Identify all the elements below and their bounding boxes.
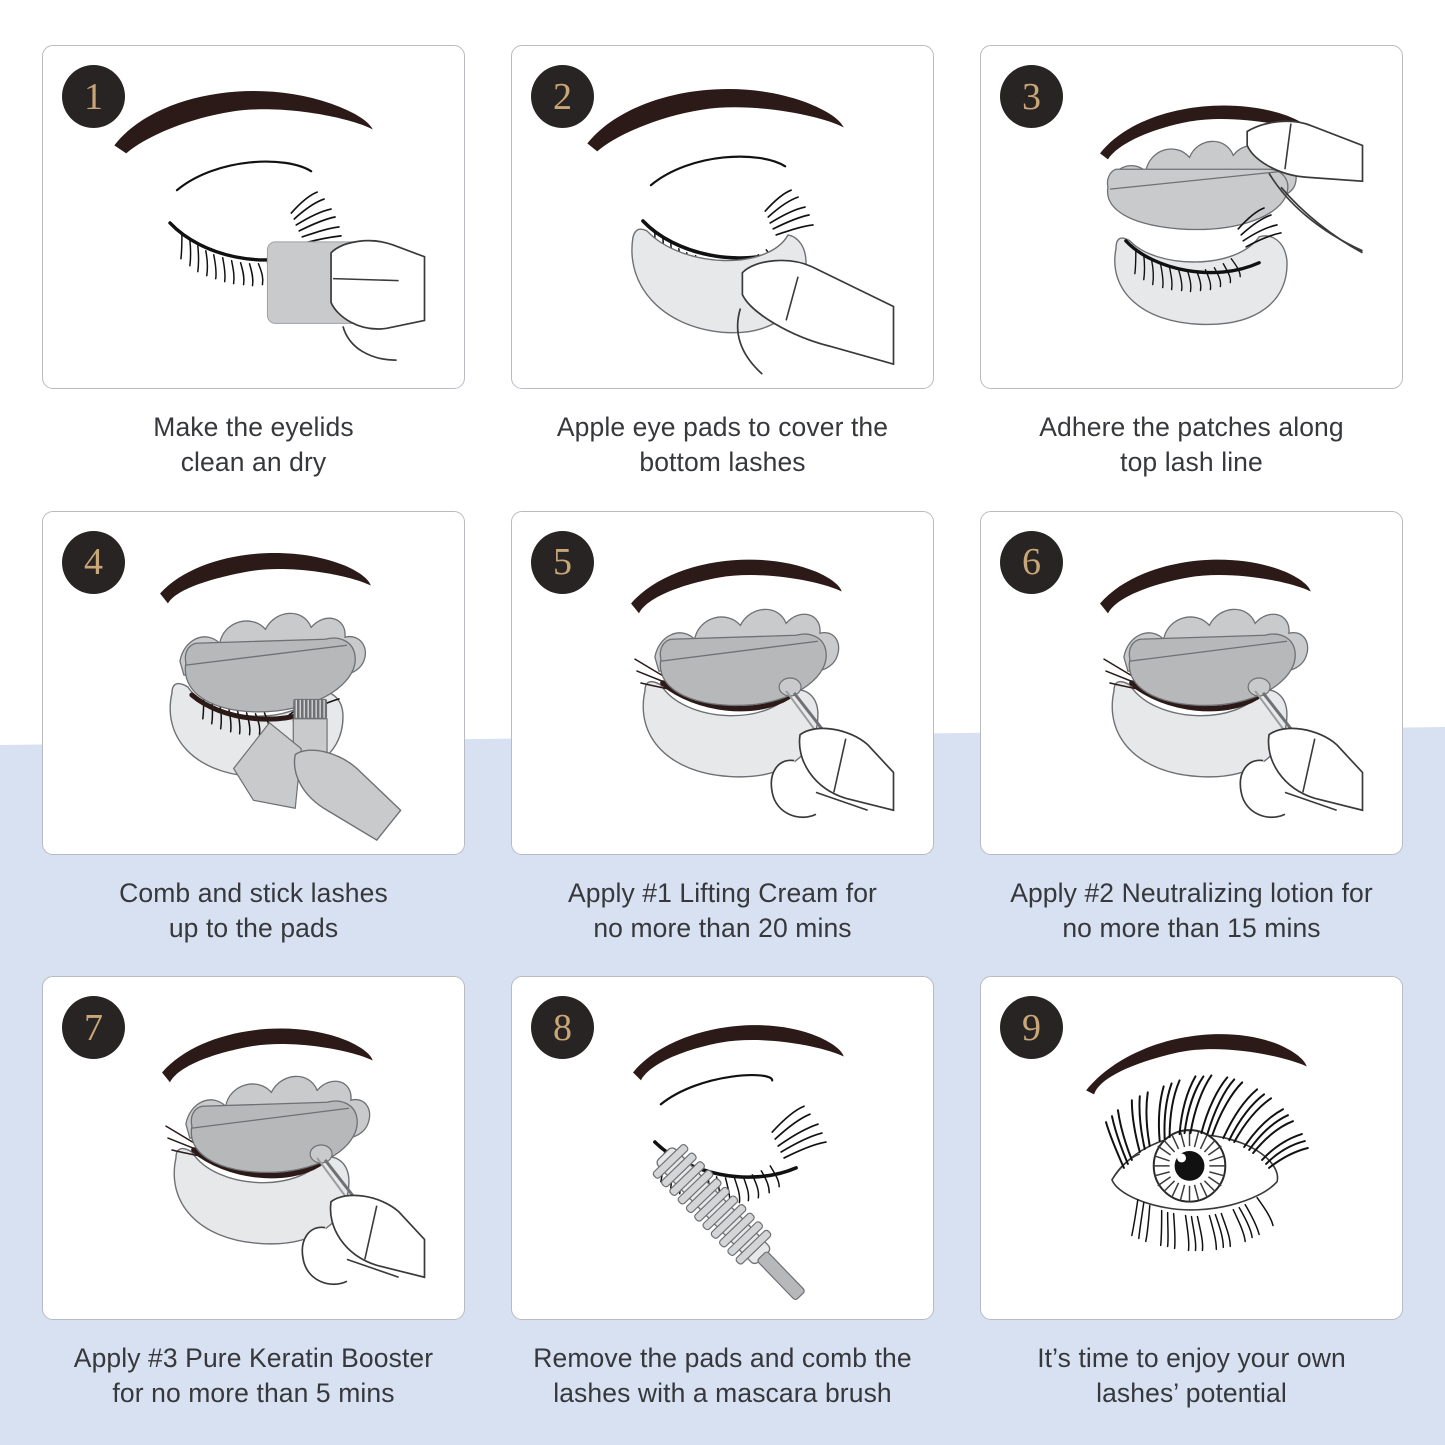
step-number-badge-4: 4	[62, 530, 125, 594]
step-caption-9: It’s time to enjoy your own lashes’ pote…	[1037, 1343, 1346, 1409]
step-illustration-1: 1	[42, 45, 465, 389]
step-number-badge-2: 2	[531, 65, 594, 128]
step-card-7: 7 Apply #3 Pure Keratin Booster for no m…	[22, 961, 485, 1427]
step-caption-8: Remove the pads and comb the lashes with…	[533, 1343, 912, 1409]
step-number-badge-6: 6	[1000, 530, 1063, 594]
step-number-6: 6	[1022, 541, 1041, 584]
step-number-badge-1: 1	[62, 65, 125, 128]
step-number-badge-9: 9	[1000, 996, 1063, 1060]
step-number-badge-5: 5	[531, 530, 594, 594]
step-number-9: 9	[1022, 1006, 1041, 1049]
step-caption-7: Apply #3 Pure Keratin Booster for no mor…	[73, 1343, 434, 1409]
step-number-badge-7: 7	[62, 996, 125, 1060]
step-card-2: 2 Apple eye pads to cover the bottom las…	[491, 30, 954, 496]
step-illustration-8: 8	[511, 976, 934, 1321]
step-caption-2: Apple eye pads to cover the bottom lashe…	[556, 412, 889, 477]
step-card-1: 1 Make the eyelids clean an dry	[22, 30, 485, 496]
step-card-9: 9 It’s time to enjoy your own lashes’ po…	[960, 961, 1423, 1427]
eye-cleaning-icon	[114, 90, 426, 362]
step-number-8: 8	[553, 1006, 572, 1049]
step-number-4: 4	[84, 541, 103, 584]
step-number-badge-3: 3	[1000, 65, 1063, 128]
step-caption-5: Apply #1 Lifting Cream for no more than …	[568, 877, 877, 943]
step-card-6: 6 Apply #2 Neutralizing lotion for no mo…	[960, 496, 1423, 962]
step-illustration-4: 4	[42, 510, 465, 855]
step-caption-1: Make the eyelids clean an dry	[153, 412, 354, 477]
step-illustration-6: 6	[980, 510, 1403, 855]
step-caption-6: Apply #2 Neutralizing lotion for no more…	[1010, 877, 1373, 943]
step-card-8: 8 Remove the pads and comb the lashes wi…	[491, 961, 954, 1427]
step-number-badge-8: 8	[531, 996, 594, 1060]
eye-pad-apply-icon	[587, 89, 895, 375]
step-caption-3: Adhere the patches along top lash line	[1039, 412, 1344, 477]
step-card-5: 5 Apply #1 Lifting Cream for no more tha…	[491, 496, 954, 962]
step-card-4: 4 Comb and stick lashes up to the pads	[22, 496, 485, 962]
step-number-2: 2	[553, 75, 572, 118]
step-illustration-3: 3	[980, 45, 1403, 389]
patch-adhere-icon	[1100, 105, 1364, 326]
step-number-7: 7	[84, 1006, 103, 1049]
step-illustration-7: 7	[42, 976, 465, 1321]
step-illustration-9: 9	[980, 976, 1403, 1321]
step-number-3: 3	[1022, 75, 1041, 118]
step-number-1: 1	[84, 75, 103, 118]
step-illustration-5: 5	[511, 510, 934, 855]
step-number-5: 5	[553, 541, 572, 584]
step-illustration-2: 2	[511, 45, 934, 389]
step-card-3: 3 Adhere the patches along top lash line	[960, 30, 1423, 496]
step-caption-4: Comb and stick lashes up to the pads	[119, 877, 388, 943]
